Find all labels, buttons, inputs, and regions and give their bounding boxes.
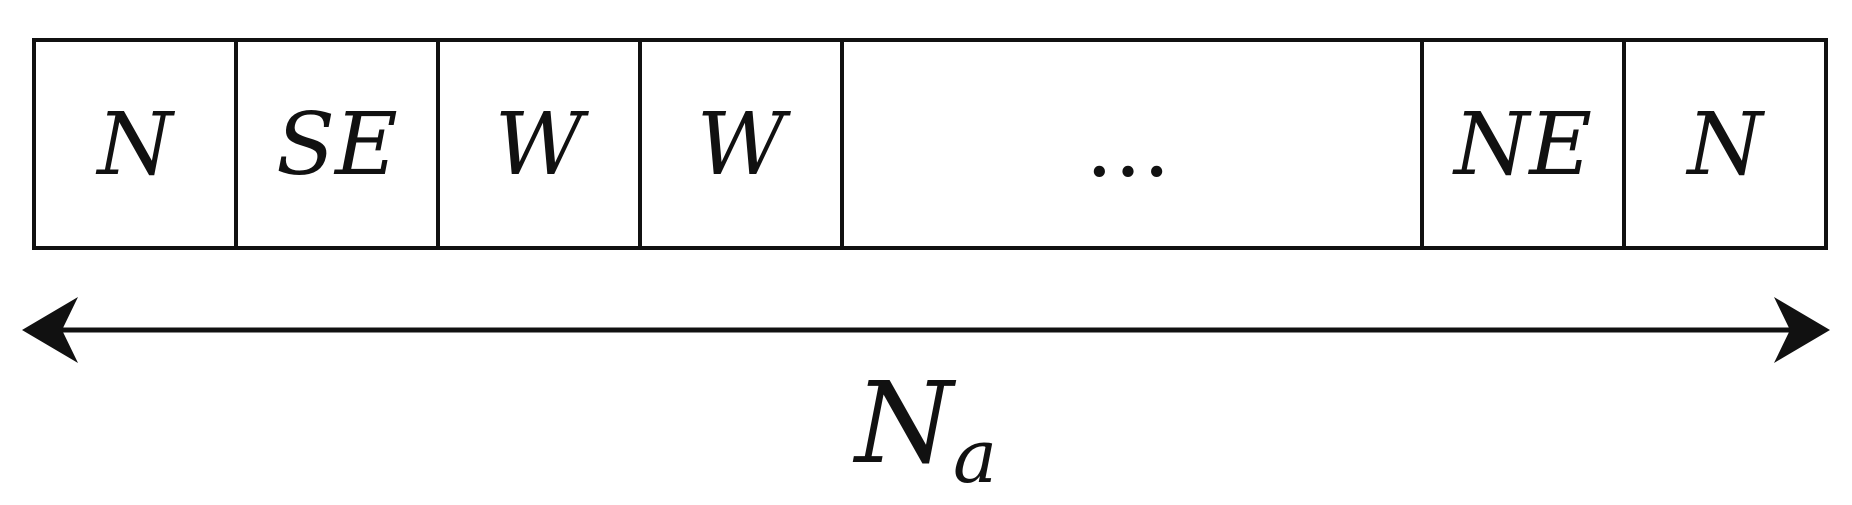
- cell-label: SE: [276, 95, 398, 195]
- ellipsis-cell: …: [840, 38, 1424, 250]
- dimension-label: Na: [852, 359, 997, 500]
- array-cell: N: [32, 38, 238, 250]
- cell-label: NE: [1452, 95, 1592, 195]
- right-arrowhead-icon: [1774, 297, 1830, 363]
- cell-label: W: [697, 95, 792, 195]
- cell-label: W: [495, 95, 590, 195]
- dimension-label-main: N: [852, 359, 957, 489]
- array-cell: NE: [1420, 38, 1626, 250]
- array-cell: SE: [234, 38, 440, 250]
- array-cell: W: [638, 38, 844, 250]
- dimension-label-subscript: a: [953, 414, 997, 500]
- cell-label: N: [95, 95, 175, 195]
- left-arrowhead-icon: [22, 297, 78, 363]
- ellipsis-label: …: [1085, 97, 1179, 197]
- array-cell: N: [1622, 38, 1828, 250]
- array-cell: W: [436, 38, 642, 250]
- cell-label: N: [1685, 95, 1765, 195]
- dimension-arrow: [22, 297, 1830, 363]
